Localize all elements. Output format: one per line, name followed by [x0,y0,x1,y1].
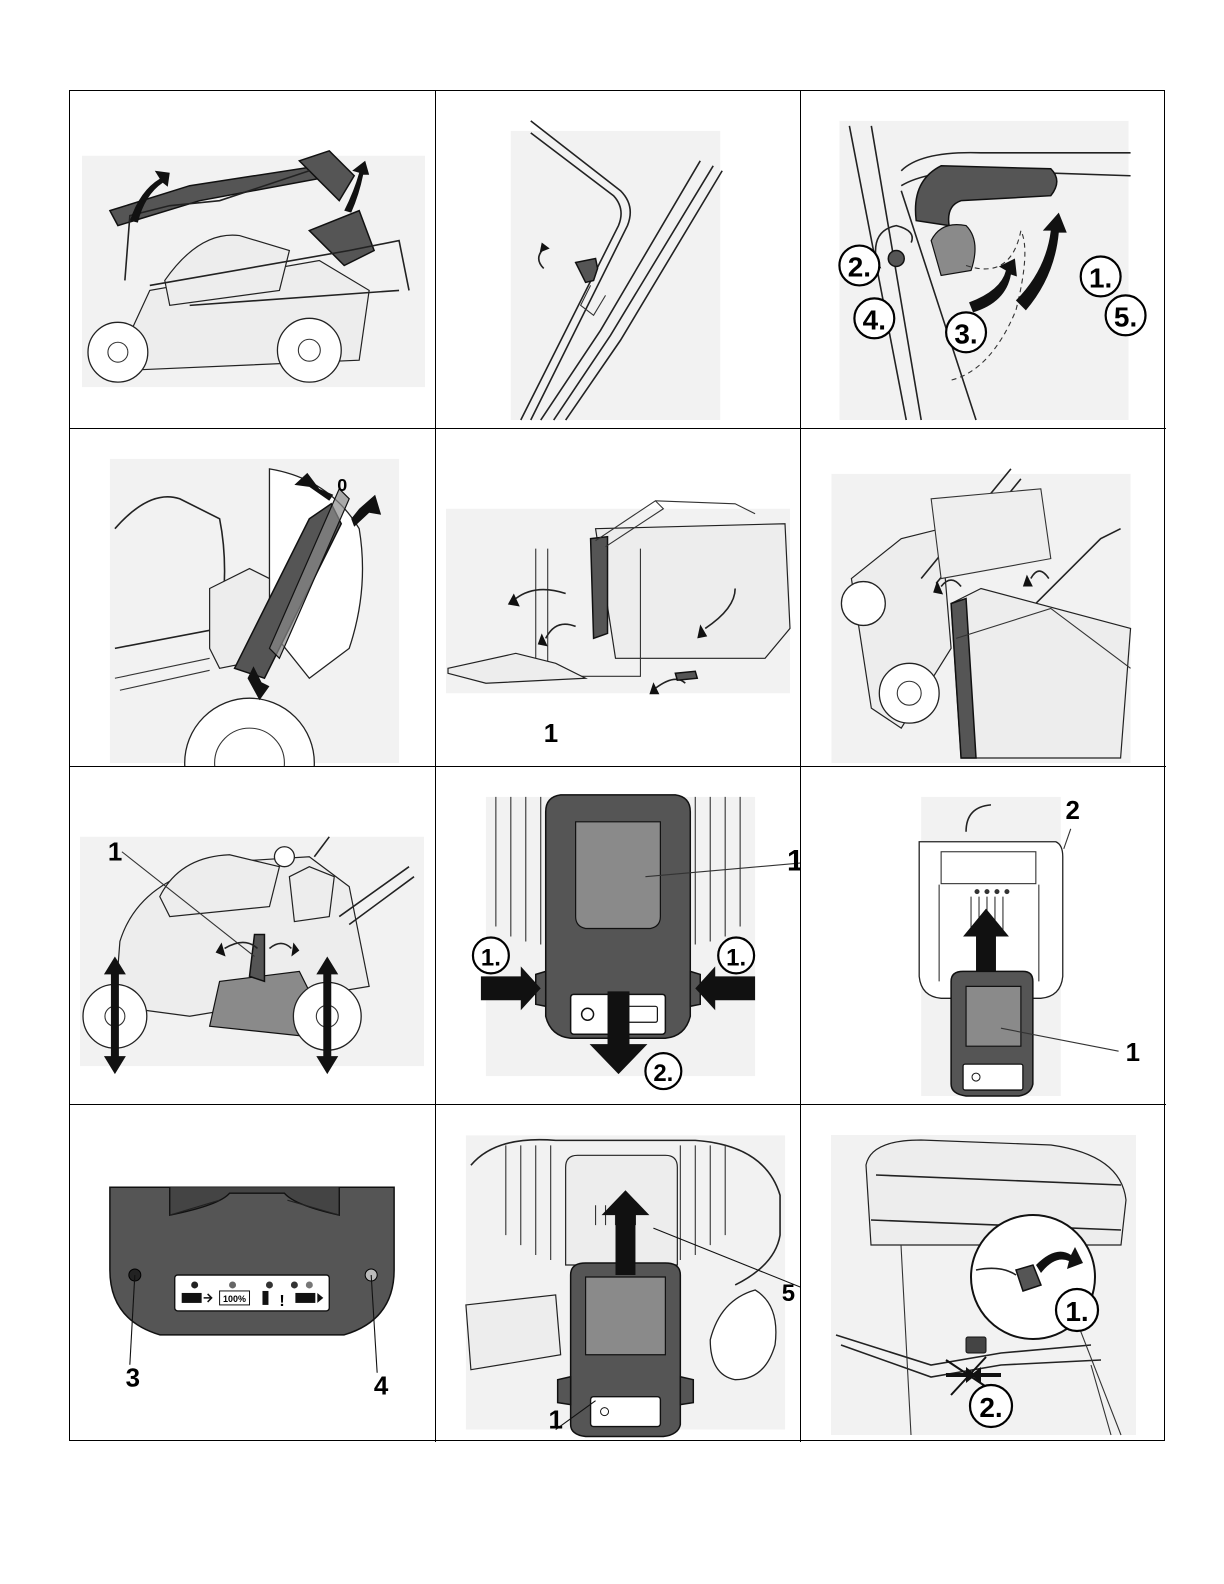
panel-fold-handle [70,91,436,429]
panel-cutting-height: 1 [70,767,436,1105]
zero-position-label: 0 [337,475,347,495]
handle-knob-illustration [436,91,800,428]
panel-remove-battery: 1 1. 1. 2. [436,767,801,1105]
step-label-2: 2. [979,1392,1002,1423]
panel-handle-knob [436,91,801,429]
indicator-label-3: 3 [126,1365,140,1393]
insert-battery-illustration: 5 1 [436,1105,800,1442]
panel-battery-indicator: 100% ! 3 4 [70,1105,436,1442]
step-label-1: 1. [1089,262,1112,293]
panel-disconnect-cable: 1. 2. [801,1105,1166,1442]
battery-label-1: 1 [1126,1039,1140,1067]
step-label-3: 3. [954,318,977,349]
alert-glyph: ! [279,1293,284,1310]
attach-catcher-illustration [801,429,1166,766]
battery-indicator-illustration: 100% ! 3 4 [70,1105,435,1442]
step-label-5: 5. [1114,301,1137,332]
part-label-1: 1 [544,720,558,748]
panel-attach-catcher [801,429,1166,767]
battery-label-1: 1 [787,845,800,878]
step-label-1-left: 1. [481,944,501,971]
step-label-2: 2. [848,251,871,282]
step-label-1: 1. [1065,1296,1088,1327]
part-label-5: 5 [782,1280,795,1307]
panel-charge-battery: 2 1 [801,767,1166,1105]
step-label-4: 4. [863,304,886,335]
cutting-height-illustration: 1 [70,767,435,1104]
panel-insert-battery: 5 1 [436,1105,801,1442]
indicator-label-4: 4 [374,1373,389,1401]
step-label-1-right: 1. [726,944,746,971]
illustration-grid: 2. 4. 3. 1. 5. 0 [69,90,1165,1441]
part-label-1: 1 [108,839,122,867]
panel-quick-release: 2. 4. 3. 1. 5. [801,91,1166,429]
disconnect-cable-illustration: 1. 2. [801,1105,1166,1442]
step-label-2: 2. [653,1060,673,1087]
charger-label-2: 2 [1066,797,1080,825]
panel-catcher-assembly: 1 [436,429,801,767]
charge-level-label: 100% [223,1294,246,1304]
handle-height-illustration: 0 [70,429,435,766]
quick-release-illustration: 2. 4. 3. 1. 5. [801,91,1166,428]
panel-handle-height: 0 [70,429,436,767]
battery-label-1: 1 [548,1407,562,1435]
catcher-assembly-illustration: 1 [436,429,800,766]
remove-battery-illustration: 1 1. 1. 2. [436,767,800,1104]
fold-handle-illustration [70,91,435,428]
charge-battery-illustration: 2 1 [801,767,1166,1104]
